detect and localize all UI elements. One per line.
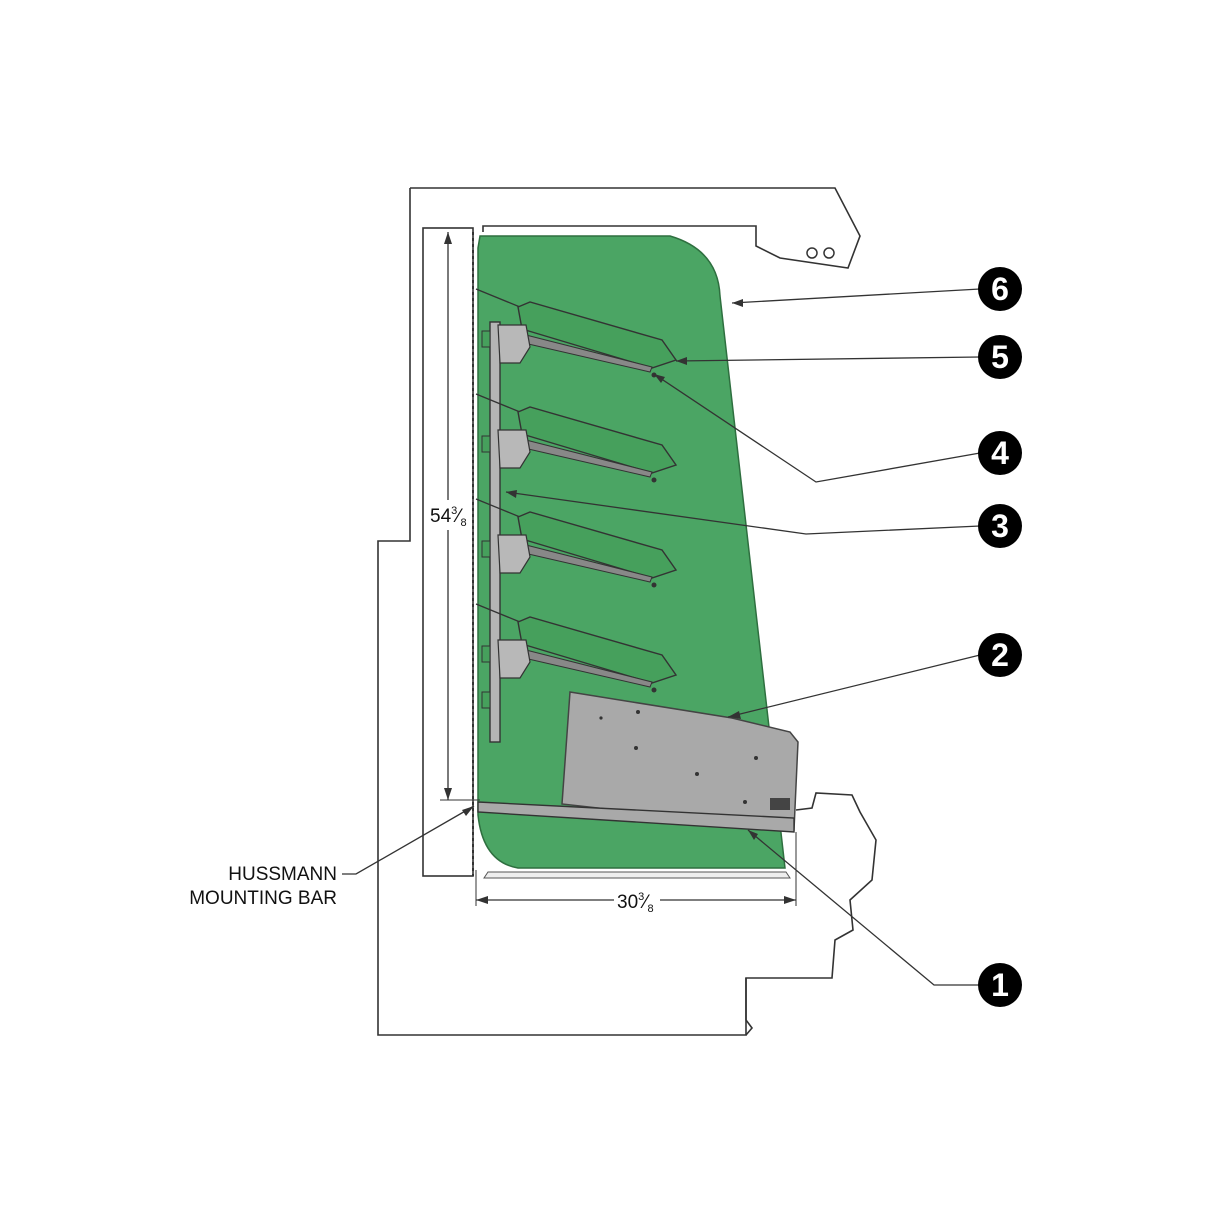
shelf-support-wire xyxy=(475,288,521,308)
shelf-clip xyxy=(481,540,491,558)
callout-number: 2 xyxy=(991,637,1009,673)
base-deck xyxy=(477,801,795,833)
shelf-tag-hook xyxy=(651,582,657,588)
height-dimension-denominator: 8 xyxy=(460,517,466,529)
base-tray xyxy=(483,871,791,879)
leader-3 xyxy=(505,491,981,535)
callout-number: 4 xyxy=(991,435,1009,471)
callout-1: 1 xyxy=(978,963,1022,1007)
shelf-bracket xyxy=(497,639,531,679)
height-dimension-numerator: 3 xyxy=(451,505,457,517)
callout-bubble xyxy=(978,431,1022,475)
mounting-bar-label-line2: MOUNTING BAR xyxy=(189,888,337,909)
case-vent-hole xyxy=(823,247,835,259)
leader-2 xyxy=(727,654,981,718)
leader-1 xyxy=(747,829,980,986)
callout-bubble xyxy=(978,504,1022,548)
case-vent-hole xyxy=(806,247,818,259)
svg-text:543⁄8: 543⁄8 xyxy=(430,505,467,529)
callout-number: 5 xyxy=(991,339,1009,375)
shelf xyxy=(475,498,678,588)
shelf-group xyxy=(475,288,678,709)
shelf-tag-hook xyxy=(651,372,657,378)
callout-leaders xyxy=(505,288,981,986)
shelf-bracket xyxy=(497,534,531,574)
shelf-clip xyxy=(481,645,491,663)
shelf xyxy=(475,288,678,378)
shelf-support-wire xyxy=(475,393,521,413)
height-dimension-slash: ⁄ xyxy=(453,506,463,527)
shelf-clip xyxy=(481,330,491,348)
height-dimension-whole: 54 xyxy=(430,506,452,527)
height-dimension: 543⁄8 xyxy=(426,232,480,801)
callout-number: 6 xyxy=(991,271,1009,307)
panel-rivets xyxy=(599,710,758,804)
leader-5 xyxy=(675,356,981,362)
shelf-clip xyxy=(481,691,491,709)
svg-text:303⁄8: 303⁄8 xyxy=(617,891,654,915)
callout-bubble xyxy=(978,963,1022,1007)
mounting-bar-arrowhead xyxy=(462,806,474,816)
shelf-tag-hook xyxy=(651,477,657,483)
callout-6: 6 xyxy=(978,267,1022,311)
width-dimension-slash: ⁄ xyxy=(640,892,650,913)
callout-bubble xyxy=(978,633,1022,677)
shelf-upright xyxy=(489,321,501,743)
shelf xyxy=(475,603,678,693)
shelf-support-wire xyxy=(475,603,521,623)
mounting-bar-leader xyxy=(342,805,475,875)
callout-bubble xyxy=(978,335,1022,379)
callout-group: 1 2 3 4 5 6 xyxy=(978,267,1022,1007)
width-dimension: 303⁄8 xyxy=(475,832,797,916)
callout-3: 3 xyxy=(978,504,1022,548)
panel-badge xyxy=(770,798,790,810)
callout-4: 4 xyxy=(978,431,1022,475)
callout-5: 5 xyxy=(978,335,1022,379)
shelf-bracket xyxy=(497,429,531,469)
callout-number: 1 xyxy=(991,967,1009,1003)
lower-deck-panel xyxy=(561,691,799,831)
width-dimension-whole: 30 xyxy=(617,892,638,913)
case-outline xyxy=(377,187,877,1036)
leader-6 xyxy=(731,288,981,304)
mounting-bar-label-line1: HUSSMANN xyxy=(228,864,337,885)
width-dimension-numerator: 3 xyxy=(638,891,644,903)
callout-number: 3 xyxy=(991,508,1009,544)
case-inner-edge xyxy=(745,978,754,1036)
width-dimension-denominator: 8 xyxy=(647,903,653,915)
shelf-support-wire xyxy=(475,498,521,518)
shelf xyxy=(475,393,678,483)
shelf-clip xyxy=(481,435,491,453)
shelf-tag-hook xyxy=(651,687,657,693)
shelf-bracket xyxy=(497,324,531,364)
leader-4 xyxy=(653,373,981,483)
callout-2: 2 xyxy=(978,633,1022,677)
callout-bubble xyxy=(978,267,1022,311)
